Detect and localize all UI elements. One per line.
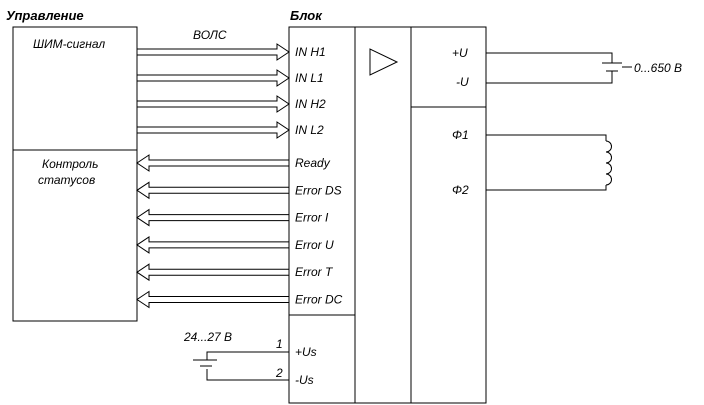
aux-pin1-label: 1 bbox=[276, 337, 283, 351]
dc-pos-wire bbox=[486, 52, 613, 63]
input-arrow bbox=[137, 95, 290, 113]
status-monitor-label-2: статусов bbox=[38, 173, 95, 187]
control-title: Управление bbox=[6, 8, 84, 23]
control-box bbox=[12, 26, 138, 322]
aux-pin2-label: 2 bbox=[275, 366, 283, 380]
block-title: Блок bbox=[290, 8, 323, 23]
status-label: Error DC bbox=[295, 293, 343, 307]
phase1-wire bbox=[486, 134, 607, 141]
status-monitor-label-1: Контроль bbox=[42, 157, 98, 171]
status-label: Error I bbox=[295, 211, 329, 225]
status-arrow bbox=[136, 208, 289, 227]
status-label: Error U bbox=[295, 238, 334, 252]
input-label: IN L1 bbox=[295, 71, 324, 85]
pwm-signal-label: ШИМ-сигнал bbox=[33, 37, 105, 51]
status-label: Ready bbox=[295, 156, 331, 170]
input-label: IN H1 bbox=[295, 45, 326, 59]
input-arrow bbox=[137, 121, 290, 139]
input-label: IN H2 bbox=[295, 97, 326, 111]
input-signals: IN H1 IN L1 IN H2 IN L2 bbox=[137, 43, 326, 139]
dc-neg-wire bbox=[486, 71, 613, 84]
supply-pos-wire bbox=[206, 351, 289, 360]
status-label: Error T bbox=[295, 265, 334, 279]
fiber-optic-label: ВОЛС bbox=[193, 28, 227, 42]
status-arrow bbox=[136, 263, 289, 282]
phase2-label: Φ2 bbox=[452, 183, 469, 197]
supply-pos-label: +Us bbox=[295, 345, 317, 359]
status-arrow bbox=[136, 154, 289, 172]
supply-neg-wire bbox=[206, 369, 289, 381]
load-inductor-icon bbox=[605, 140, 612, 186]
status-arrow bbox=[136, 181, 289, 200]
status-arrow bbox=[136, 290, 289, 309]
dc-pos-label: +U bbox=[452, 46, 468, 60]
amplifier-icon bbox=[369, 48, 399, 76]
dc-neg-label: -U bbox=[456, 75, 469, 89]
phase2-wire bbox=[486, 185, 607, 191]
phase1-label: Φ1 bbox=[452, 128, 469, 142]
status-label: Error DS bbox=[295, 183, 342, 197]
supply-neg-label: -Us bbox=[295, 373, 314, 387]
dc-source-label: 0...650 В bbox=[634, 61, 682, 75]
input-arrow bbox=[137, 69, 290, 87]
status-arrow bbox=[136, 235, 289, 254]
input-arrow bbox=[137, 43, 290, 61]
aux-supply-label: 24...27 В bbox=[183, 330, 232, 344]
input-label: IN L2 bbox=[295, 123, 324, 137]
